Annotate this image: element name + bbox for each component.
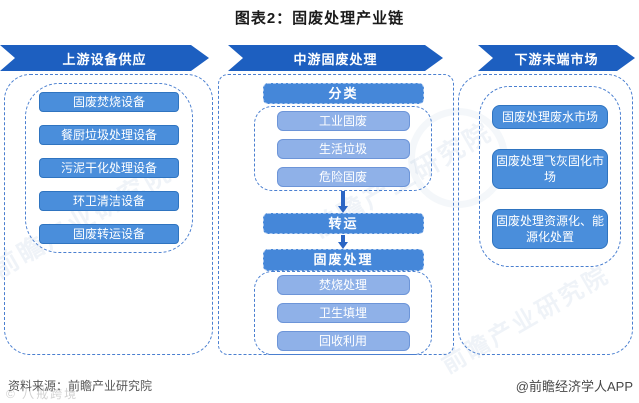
classify-node: 分类 <box>263 83 424 104</box>
banner-midstream-label: 中游固废处理 <box>293 51 378 67</box>
treatment-item: 回收利用 <box>276 331 410 351</box>
treatment-item: 卫生填埋 <box>276 303 410 323</box>
chart-title: 图表2：固废处理产业链 <box>234 10 405 27</box>
upstream-item: 环卫清洁设备 <box>39 191 179 211</box>
downstream-item: 固废处理飞灰固化市场 <box>492 148 608 189</box>
data-source-note: 资料来源：前瞻产业研究院 <box>8 379 153 393</box>
downstream-market-group: 固废处理废水市场 固废处理飞灰固化市场 固废处理资源化、能源化处置 <box>479 86 621 267</box>
classify-item: 危险固废 <box>276 166 410 187</box>
down-arrow-icon <box>338 235 348 249</box>
credit-note: @前瞻经济学人APP <box>515 379 633 394</box>
banner-upstream: 上游设备供应 <box>0 45 209 71</box>
treatment-group: 焚烧处理 卫生填埋 回收利用 <box>254 271 432 355</box>
banner-downstream: 下游末端市场 <box>478 45 635 71</box>
upstream-item: 餐厨垃圾处理设备 <box>39 125 179 145</box>
upstream-column: 固废焚烧设备 餐厨垃圾处理设备 污泥干化处理设备 环卫清洁设备 固废转运设备 <box>4 74 213 355</box>
banner-upstream-label: 上游设备供应 <box>62 51 147 67</box>
upstream-item: 固废转运设备 <box>39 224 179 244</box>
classify-item: 工业固废 <box>276 110 410 131</box>
treatment-node: 固废处理 <box>263 249 424 271</box>
upstream-equipment-group: 固废焚烧设备 餐厨垃圾处理设备 污泥干化处理设备 环卫清洁设备 固废转运设备 <box>25 83 193 253</box>
midstream-column: 分类 工业固废 生活垃圾 危险固废 转运 固废处理 焚烧处理 卫生填埋 回收利用 <box>218 74 454 355</box>
classify-item: 生活垃圾 <box>276 138 410 159</box>
downstream-item: 固废处理废水市场 <box>492 104 608 129</box>
upstream-item: 固废焚烧设备 <box>39 92 179 112</box>
classify-group: 工业固废 生活垃圾 危险固废 <box>254 106 432 191</box>
downstream-item: 固废处理资源化、能源化处置 <box>492 208 608 249</box>
treatment-item: 焚烧处理 <box>276 275 410 295</box>
transfer-node: 转运 <box>263 213 424 234</box>
downstream-column: 固废处理废水市场 固废处理飞灰固化市场 固废处理资源化、能源化处置 <box>458 74 633 355</box>
banner-midstream: 中游固废处理 <box>228 45 443 71</box>
down-arrow-icon <box>338 191 348 213</box>
banner-downstream-label: 下游末端市场 <box>514 51 599 67</box>
upstream-item: 污泥干化处理设备 <box>39 158 179 178</box>
